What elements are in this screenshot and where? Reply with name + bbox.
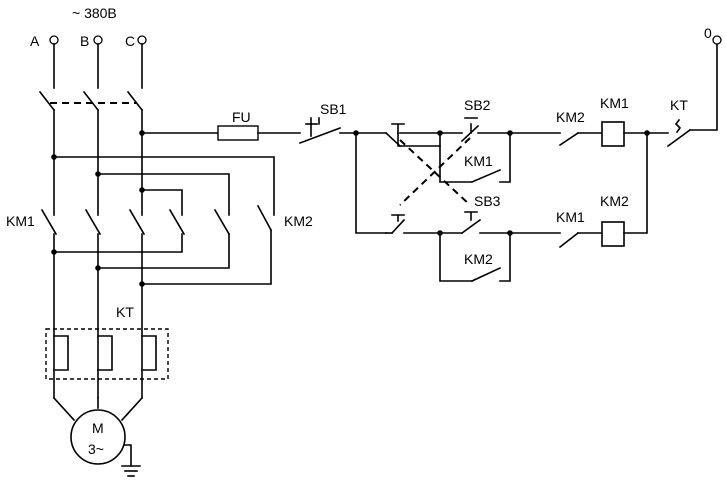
km2-coil-label: KM2 — [600, 193, 629, 209]
terminal-a — [49, 35, 59, 45]
km1-power-label: KM1 — [6, 213, 35, 229]
km2-hold-label: KM2 — [464, 251, 493, 267]
km1-coil-label: KM1 — [600, 95, 629, 111]
power-circuit: ~ 380В A B C KM1 KM2 KT M 3~ — [6, 5, 313, 477]
forward-rung — [384, 35, 722, 184]
motor-m-label: M — [92, 420, 104, 436]
sb2-label: SB2 — [464, 97, 491, 113]
motor — [52, 396, 144, 477]
terminal-c — [137, 35, 147, 45]
phase-b-label: B — [80, 33, 89, 49]
km1-coil — [601, 121, 625, 147]
control-circuit: FU SB1 SB2 SB3 KM1 KM2 KM2 KM1 KM1 KM2 K… — [141, 25, 722, 283]
mechanical-interlock — [399, 137, 471, 206]
kt-contact-label: KT — [670, 97, 688, 113]
motor-phase-label: 3~ — [88, 441, 104, 457]
sb1-label: SB1 — [320, 101, 347, 117]
km2-coil — [601, 221, 625, 247]
reverse-rung — [385, 132, 648, 283]
fuse-label: FU — [232, 109, 251, 125]
sb3-label: SB3 — [474, 193, 501, 209]
km1-interlock-label: KM1 — [556, 209, 585, 225]
sb1-stop-button — [298, 117, 387, 145]
terminal-b — [93, 35, 103, 45]
thermal-relay-block — [45, 328, 169, 380]
phase-conductors — [53, 43, 143, 89]
main-switch — [38, 90, 144, 216]
neutral-label: 0 — [704, 25, 712, 41]
fuse — [217, 125, 259, 141]
phase-c-label: C — [125, 33, 135, 49]
supply-voltage-label: ~ 380В — [72, 5, 117, 21]
km2-interlock-label: KM2 — [556, 109, 585, 125]
km1-hold-label: KM1 — [464, 153, 493, 169]
phase-a-label: A — [30, 33, 40, 49]
km2-main-contacts — [51, 204, 273, 287]
kt-overload-label: KT — [116, 304, 134, 320]
neutral-terminal — [712, 35, 722, 45]
reversing-crossover-wiring — [51, 130, 275, 216]
km2-power-label: KM2 — [284, 213, 313, 229]
